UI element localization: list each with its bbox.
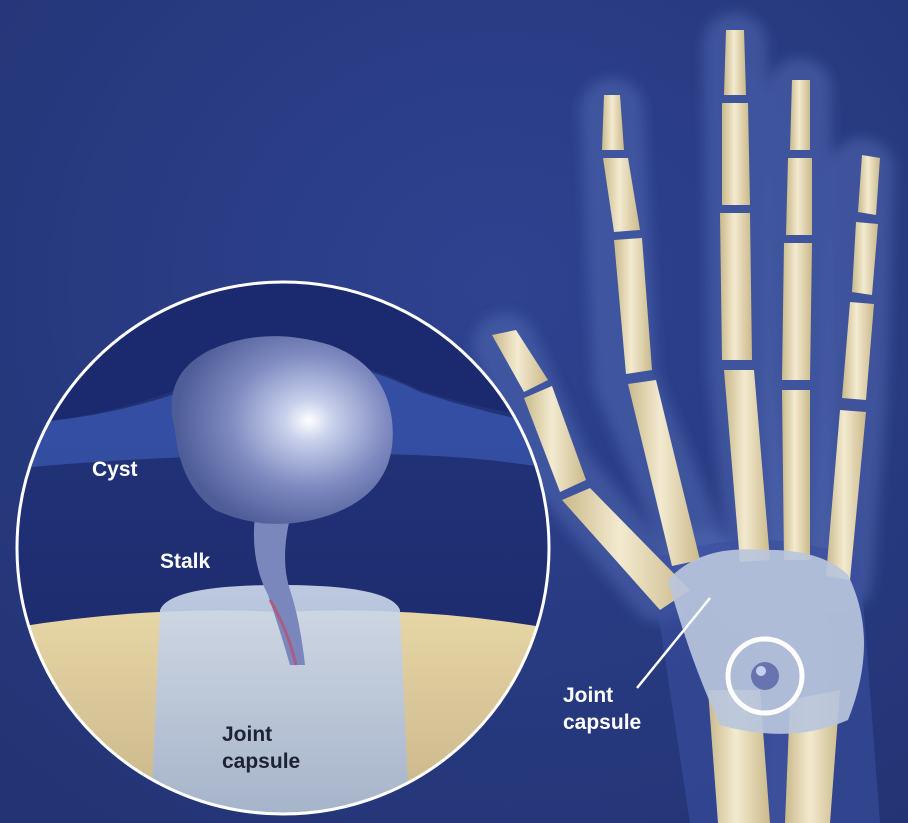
label-inset-capsule-line2: capsule	[222, 750, 300, 773]
label-stalk: Stalk	[160, 550, 211, 573]
label-inset-capsule-line1: Joint	[222, 723, 272, 746]
wrist-cyst-highlight	[756, 666, 766, 676]
label-hand-capsule-line2: capsule	[563, 711, 641, 734]
label-cyst: Cyst	[92, 458, 138, 481]
label-hand-capsule-line1: Joint	[563, 684, 613, 707]
wrist-cyst	[751, 662, 779, 690]
cyst	[172, 336, 393, 524]
